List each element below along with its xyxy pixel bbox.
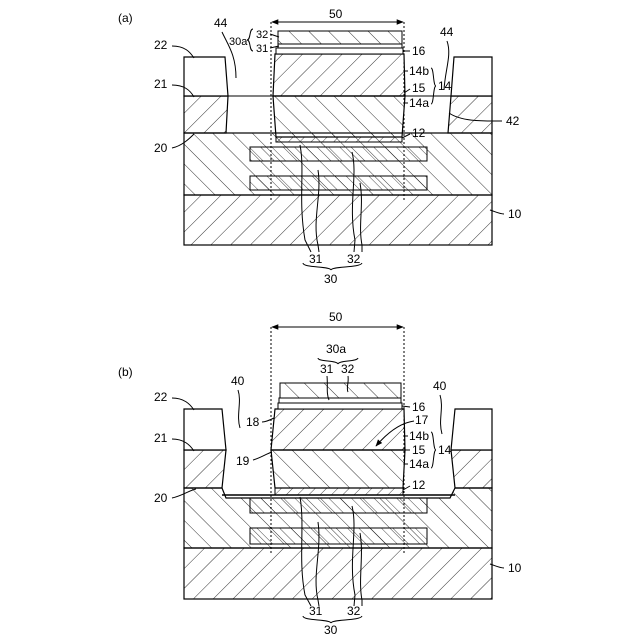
bottom-label-30: 30: [324, 272, 338, 286]
panel-b: (b) 50 30a 31 32: [118, 310, 522, 637]
label-44-right: 44: [440, 25, 454, 39]
label-15: 15: [412, 81, 426, 95]
bottom-label-31-b: 31: [309, 604, 323, 618]
electrode-lower-b: [250, 528, 427, 544]
label-42: 42: [506, 114, 520, 128]
panel-a: (a) 50 44: [118, 7, 522, 286]
electrode-upper-b: [250, 498, 427, 513]
label-10: 10: [508, 207, 522, 221]
left-block-22-b: [184, 409, 226, 450]
label-15-b: 15: [412, 443, 426, 457]
bottom-label-30-b: 30: [324, 623, 338, 637]
label-22-b: 22: [154, 390, 168, 404]
layer-16-b: [278, 403, 402, 409]
label-21: 21: [154, 77, 168, 91]
label-32-b: 32: [341, 362, 355, 376]
label-40-right: 40: [433, 379, 447, 393]
label-20: 20: [154, 141, 168, 155]
layer-32: [278, 31, 402, 44]
bottom-label-31: 31: [309, 252, 323, 266]
label-16: 16: [412, 44, 426, 58]
label-16-b: 16: [412, 400, 426, 414]
label-40-left: 40: [231, 374, 245, 388]
label-14a-b: 14a: [409, 457, 429, 471]
layer-31-b: [279, 398, 401, 403]
panel-b-tag: (b): [118, 365, 133, 379]
left-block-22: [184, 57, 228, 96]
left-block-21: [184, 96, 228, 133]
right-block-21-b: [451, 450, 492, 488]
label-21-b: 21: [154, 431, 168, 445]
mesa-14b: [273, 54, 405, 96]
layer-16: [276, 48, 403, 54]
label-22: 22: [154, 38, 168, 52]
layer-12-b: [275, 488, 403, 495]
mesa-14b-b: [271, 409, 405, 450]
label-14b: 14b: [409, 64, 429, 78]
label-14a: 14a: [409, 96, 429, 110]
label-32: 32: [256, 29, 268, 41]
right-block-22: [451, 57, 492, 96]
label-30a: 30a: [229, 36, 248, 48]
layer-32-b: [280, 383, 401, 398]
left-block-21-b: [184, 450, 226, 488]
mesa-14a: [273, 96, 405, 137]
label-31-b: 31: [320, 362, 334, 376]
layer-12: [276, 137, 402, 142]
label-14b-b: 14b: [409, 429, 429, 443]
label-12: 12: [412, 126, 426, 140]
label-12-b: 12: [412, 478, 426, 492]
label-14: 14: [438, 79, 452, 93]
label-18: 18: [246, 415, 260, 429]
substrate-10: [184, 195, 492, 245]
right-block-21: [448, 96, 492, 133]
label-50-b: 50: [329, 310, 343, 324]
label-10-b: 10: [508, 561, 522, 575]
electrode-upper: [250, 147, 427, 161]
electrode-lower: [250, 176, 427, 190]
mesa-14a-b: [271, 450, 405, 488]
label-20-b: 20: [154, 491, 168, 505]
label-19: 19: [236, 454, 250, 468]
label-50: 50: [329, 7, 343, 21]
bottom-label-32-b: 32: [347, 604, 361, 618]
bottom-label-32: 32: [347, 252, 361, 266]
label-31: 31: [256, 43, 268, 55]
panel-a-tag: (a): [118, 11, 133, 25]
label-30a-b: 30a: [326, 342, 346, 356]
layer-31: [278, 44, 402, 48]
right-block-22-b: [451, 409, 492, 450]
substrate-10-b: [184, 548, 492, 599]
label-17: 17: [415, 413, 429, 427]
label-14-b: 14: [438, 443, 452, 457]
label-44-left: 44: [214, 16, 228, 30]
